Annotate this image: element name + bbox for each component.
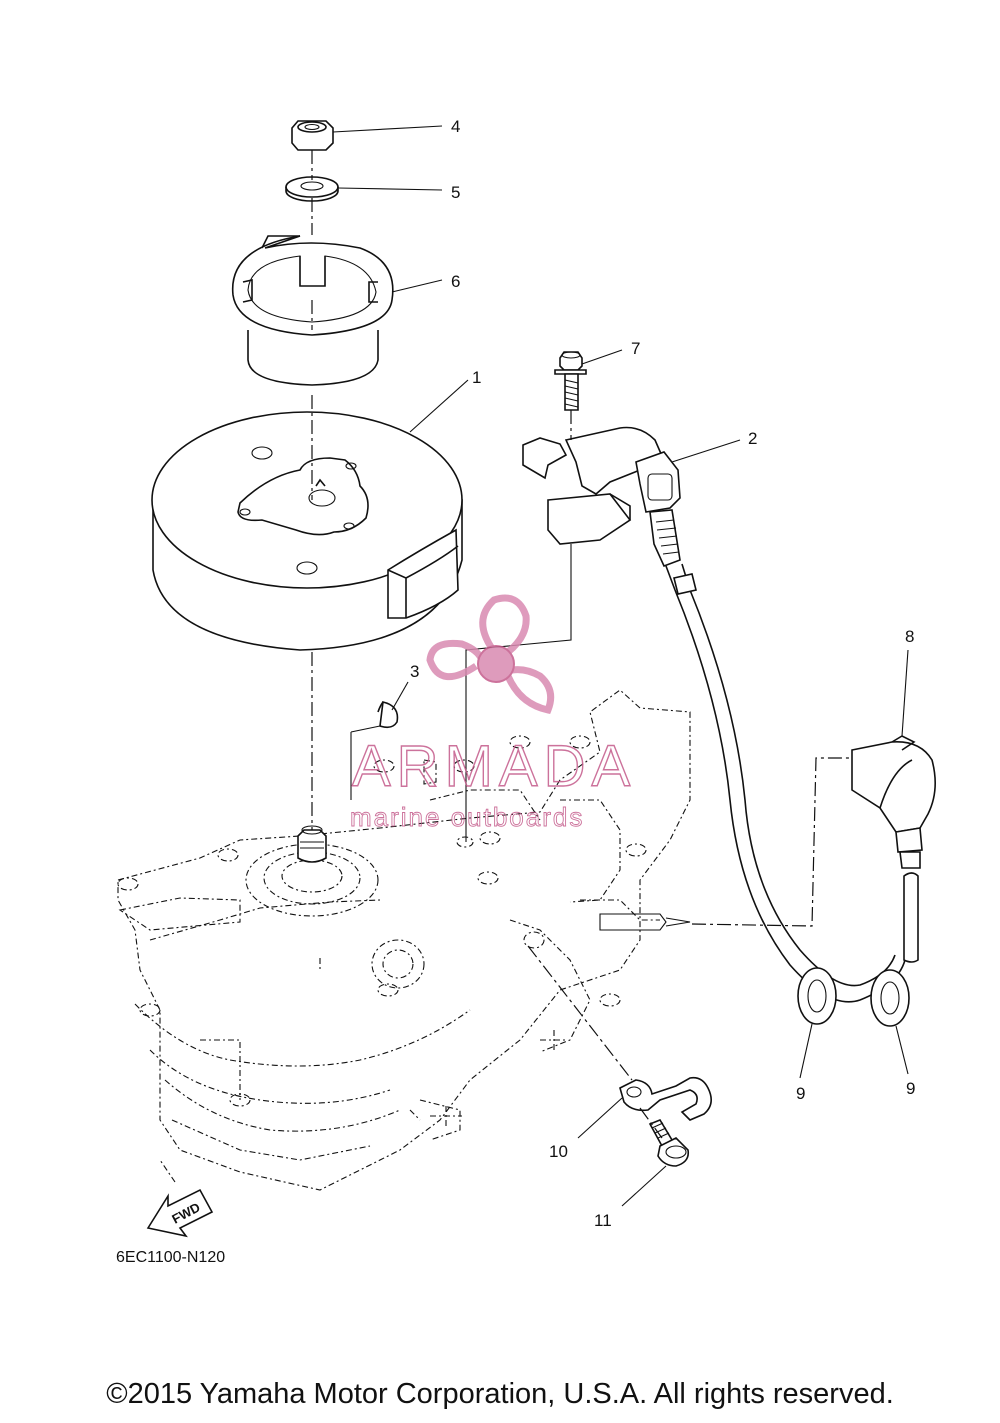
part-power-head [117,689,691,1191]
part-washer [285,176,339,202]
watermark-logo: ARMADA marine outboards [350,594,636,832]
copyright-notice: ©2015 Yamaha Motor Corporation, U.S.A. A… [106,1378,894,1410]
callout-5: 5 [451,183,460,202]
callout-8: 8 [905,627,914,646]
part-spark-plug-cap [851,735,936,963]
watermark-tagline: marine outboards [350,802,584,832]
part-ignition-coil [522,426,681,568]
callout-9-right: 9 [906,1079,915,1098]
part-grommet-left [797,967,837,1025]
callout-3: 3 [410,662,419,681]
part-clamp [619,1076,712,1121]
part-bolt [554,351,587,411]
part-screw [648,1119,690,1167]
callout-6: 6 [451,272,460,291]
callout-4: 4 [451,117,460,136]
part-starter-pulley [231,235,394,386]
callout-10: 10 [549,1142,568,1161]
fwd-arrow: FWD [146,1188,214,1238]
diagram-code: 6EC1100-N120 [116,1249,225,1266]
callout-9-left: 9 [796,1084,805,1103]
watermark-brand: ARMADA [352,734,636,799]
callout-7: 7 [631,339,640,358]
propeller-icon [426,594,555,715]
callout-2: 2 [748,429,757,448]
callout-numbers: 4 5 6 1 7 2 3 8 9 9 10 11 [410,117,915,1230]
callout-11: 11 [594,1211,612,1230]
callout-1: 1 [472,368,481,387]
leader-lines [332,125,909,1207]
part-high-tension-wire [665,563,906,1003]
part-flywheel [151,411,463,651]
part-nut [291,120,334,151]
part-grommet-right [870,969,910,1027]
